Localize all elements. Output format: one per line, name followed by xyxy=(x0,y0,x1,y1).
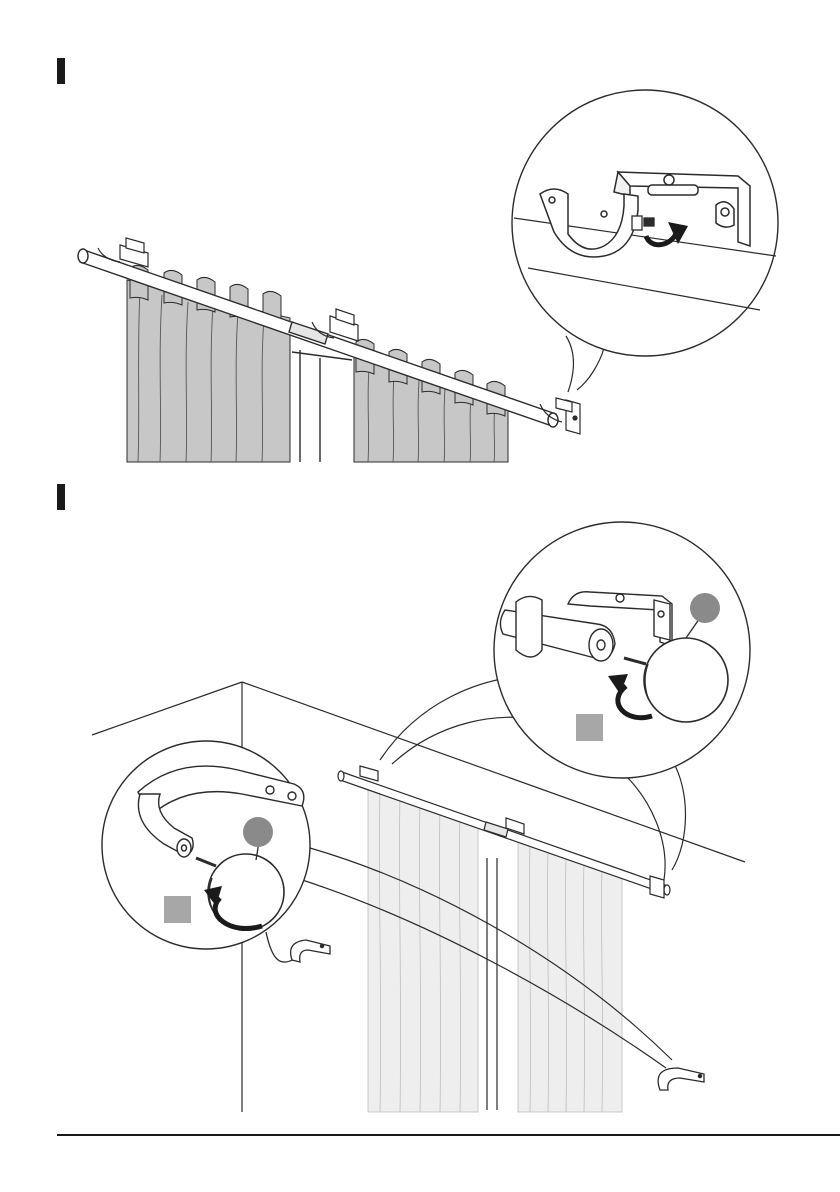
window-frame xyxy=(292,350,352,462)
footer-rule xyxy=(57,1134,840,1136)
holdback-inset-icon xyxy=(266,932,330,962)
step-2b-square-marker xyxy=(164,896,191,923)
curtain-right-panel-2 xyxy=(518,840,622,1112)
holdback-icon xyxy=(658,1068,704,1090)
step-2a-square-marker xyxy=(576,714,603,741)
detail-callout-step-1 xyxy=(512,90,778,392)
finial-circle-marker-left xyxy=(243,817,273,847)
step-2-illustration xyxy=(92,522,750,1112)
finial-circle-marker-right xyxy=(690,593,720,623)
step-1-illustration xyxy=(78,90,778,462)
curtain-left-panel-2 xyxy=(368,785,478,1112)
